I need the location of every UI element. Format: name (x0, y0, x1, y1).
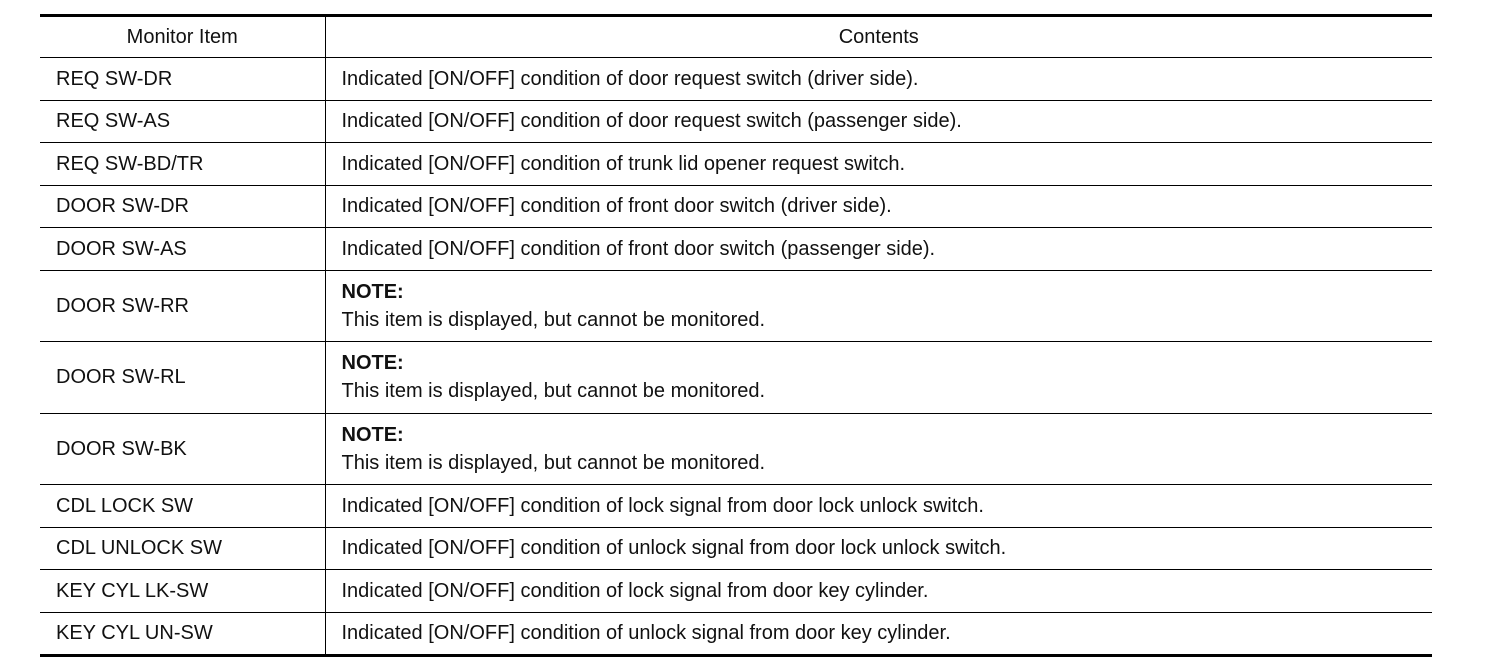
contents-cell: NOTE: This item is displayed, but cannot… (325, 270, 1432, 342)
monitor-item-cell: DOOR SW-DR (40, 185, 326, 228)
contents-cell: Indicated [ON/OFF] condition of unlock s… (325, 527, 1432, 570)
table-row: KEY CYL UN-SW Indicated [ON/OFF] conditi… (40, 612, 1432, 657)
note-text: This item is displayed, but cannot be mo… (341, 380, 766, 403)
header-monitor-item: Monitor Item (40, 15, 326, 58)
note-label: NOTE: (341, 280, 404, 303)
contents-cell: Indicated [ON/OFF] condition of unlock s… (325, 612, 1432, 657)
table-row: REQ SW-DR Indicated [ON/OFF] condition o… (40, 57, 1432, 101)
contents-cell: Indicated [ON/OFF] condition of door req… (325, 57, 1432, 101)
table-row: REQ SW-BD/TR Indicated [ON/OFF] conditio… (40, 142, 1432, 186)
note-text: This item is displayed, but cannot be mo… (341, 451, 766, 474)
table-row: DOOR SW-BK NOTE: This item is displayed,… (40, 413, 1432, 485)
monitor-item-cell: REQ SW-AS (40, 100, 326, 143)
contents-cell: NOTE: This item is displayed, but cannot… (325, 413, 1432, 485)
monitor-item-cell: KEY CYL LK-SW (40, 569, 326, 613)
contents-cell: Indicated [ON/OFF] condition of lock sig… (325, 484, 1432, 528)
table-row: DOOR SW-DR Indicated [ON/OFF] condition … (40, 185, 1432, 228)
table-row: CDL LOCK SW Indicated [ON/OFF] condition… (40, 484, 1432, 528)
header-contents: Contents (325, 15, 1432, 58)
monitor-item-cell: DOOR SW-AS (40, 227, 326, 271)
table-header-row: Monitor Item Contents (40, 15, 1432, 58)
monitor-item-cell: REQ SW-BD/TR (40, 142, 326, 186)
contents-cell: Indicated [ON/OFF] condition of front do… (325, 227, 1432, 271)
contents-cell: NOTE: This item is displayed, but cannot… (325, 341, 1432, 414)
monitor-item-cell: CDL LOCK SW (40, 484, 326, 528)
note-label: NOTE: (341, 423, 404, 446)
table-row: KEY CYL LK-SW Indicated [ON/OFF] conditi… (40, 569, 1432, 613)
table-row: DOOR SW-RL NOTE: This item is displayed,… (40, 341, 1432, 414)
monitor-item-cell: KEY CYL UN-SW (40, 612, 326, 657)
note-text: This item is displayed, but cannot be mo… (341, 308, 766, 331)
table-row: DOOR SW-AS Indicated [ON/OFF] condition … (40, 227, 1432, 271)
contents-cell: Indicated [ON/OFF] condition of trunk li… (325, 142, 1432, 186)
monitor-item-cell: DOOR SW-RL (40, 341, 326, 414)
table-row: DOOR SW-RR NOTE: This item is displayed,… (40, 270, 1432, 342)
contents-cell: Indicated [ON/OFF] condition of front do… (325, 185, 1432, 228)
table-row: CDL UNLOCK SW Indicated [ON/OFF] conditi… (40, 527, 1432, 570)
note-label: NOTE: (341, 352, 404, 375)
contents-cell: Indicated [ON/OFF] condition of door req… (325, 100, 1432, 143)
monitor-items-table: Monitor Item Contents REQ SW-DR Indicate… (40, 14, 1432, 657)
monitor-item-cell: CDL UNLOCK SW (40, 527, 326, 570)
table-row: REQ SW-AS Indicated [ON/OFF] condition o… (40, 100, 1432, 143)
monitor-item-cell: DOOR SW-RR (40, 270, 326, 342)
contents-cell: Indicated [ON/OFF] condition of lock sig… (325, 569, 1432, 613)
monitor-item-cell: REQ SW-DR (40, 57, 326, 101)
monitor-item-cell: DOOR SW-BK (40, 413, 326, 485)
